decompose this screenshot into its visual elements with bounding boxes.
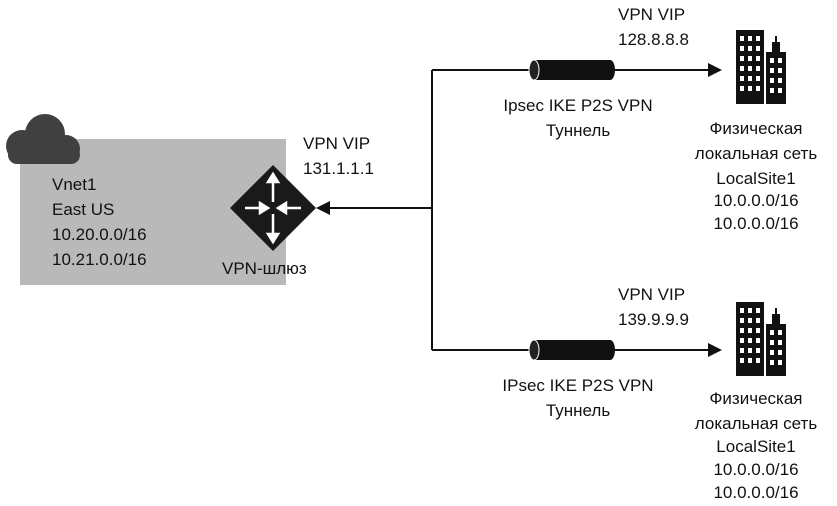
site2-line-2: локальная сеть [694, 414, 818, 433]
site1-line-5: 10.0.0.0/16 [713, 214, 799, 233]
site1-line-1: Физическая [709, 119, 803, 138]
site2-vip-label: VPN VIP [618, 285, 686, 304]
building-icon [736, 30, 786, 104]
site1-line-4: 10.0.0.0/16 [713, 191, 799, 210]
site1-tunnel-type: Туннель [545, 121, 611, 140]
site1-vip-address: 128.8.8.8 [618, 30, 689, 49]
vnet-prefix-2: 10.21.0.0/16 [52, 250, 147, 269]
site1-tunnel-label: Ipsec IKE P2S VPN [503, 96, 653, 115]
gateway-arrowhead [316, 201, 330, 215]
site2-vip-address: 139.9.9.9 [618, 310, 689, 329]
gateway-vip-label: VPN VIP [303, 134, 371, 153]
cloud-icon [6, 114, 80, 164]
site1-line-3: LocalSite1 [716, 169, 796, 188]
site2-tunnel-type: Туннель [545, 401, 611, 420]
building-icon [736, 302, 786, 376]
top-arrowhead [708, 63, 722, 77]
site2-line-5: 10.0.0.0/16 [713, 483, 799, 502]
vnet-name: Vnet1 [52, 175, 97, 194]
site2-line-1: Физическая [709, 389, 803, 408]
router-icon [230, 165, 316, 251]
site2-tunnel-label: IPsec IKE P2S VPN [502, 376, 654, 395]
gateway-label: VPN-шлюз [222, 259, 307, 278]
site1-line-2: локальная сеть [694, 144, 818, 163]
bottom-arrowhead [708, 343, 722, 357]
tunnel-cylinder-icon [528, 59, 615, 81]
tunnel-cylinder-icon [528, 339, 615, 361]
vnet-prefix-1: 10.20.0.0/16 [52, 225, 147, 244]
gateway-vip-address: 131.1.1.1 [303, 159, 374, 178]
site2-line-4: 10.0.0.0/16 [713, 460, 799, 479]
site1-vip-label: VPN VIP [618, 5, 686, 24]
site2-line-3: LocalSite1 [716, 437, 796, 456]
vnet-region: East US [52, 200, 115, 219]
